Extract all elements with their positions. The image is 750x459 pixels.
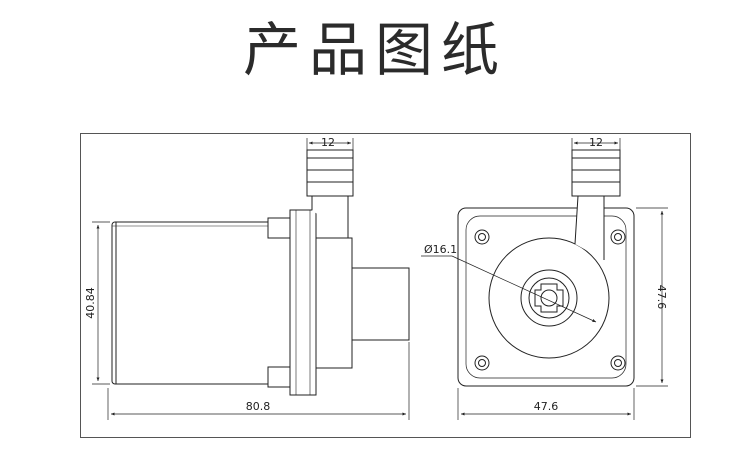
front-view xyxy=(421,138,668,420)
inlet-ring xyxy=(520,269,578,327)
front-height-label: 47.6 xyxy=(655,285,668,310)
diameter-label: Ø16.1 xyxy=(424,243,457,256)
page-title: 产品图纸 xyxy=(242,16,507,84)
outlet-tube xyxy=(311,195,349,238)
front-width-label: 47.6 xyxy=(534,400,559,413)
side-outlet-width-label: 12 xyxy=(321,136,335,149)
motor-body xyxy=(111,221,291,385)
volute-outer xyxy=(488,237,610,359)
mounting-holes xyxy=(474,229,626,371)
inlet xyxy=(351,267,410,341)
drawing-frame xyxy=(80,133,691,438)
front-outlet-width-label: 12 xyxy=(589,136,603,149)
side-height-label: 40.84 xyxy=(84,287,97,319)
impeller xyxy=(534,283,564,313)
pump-head xyxy=(315,237,353,369)
side-length-label: 80.8 xyxy=(246,400,271,413)
side-view xyxy=(92,138,410,420)
flange xyxy=(289,209,317,396)
